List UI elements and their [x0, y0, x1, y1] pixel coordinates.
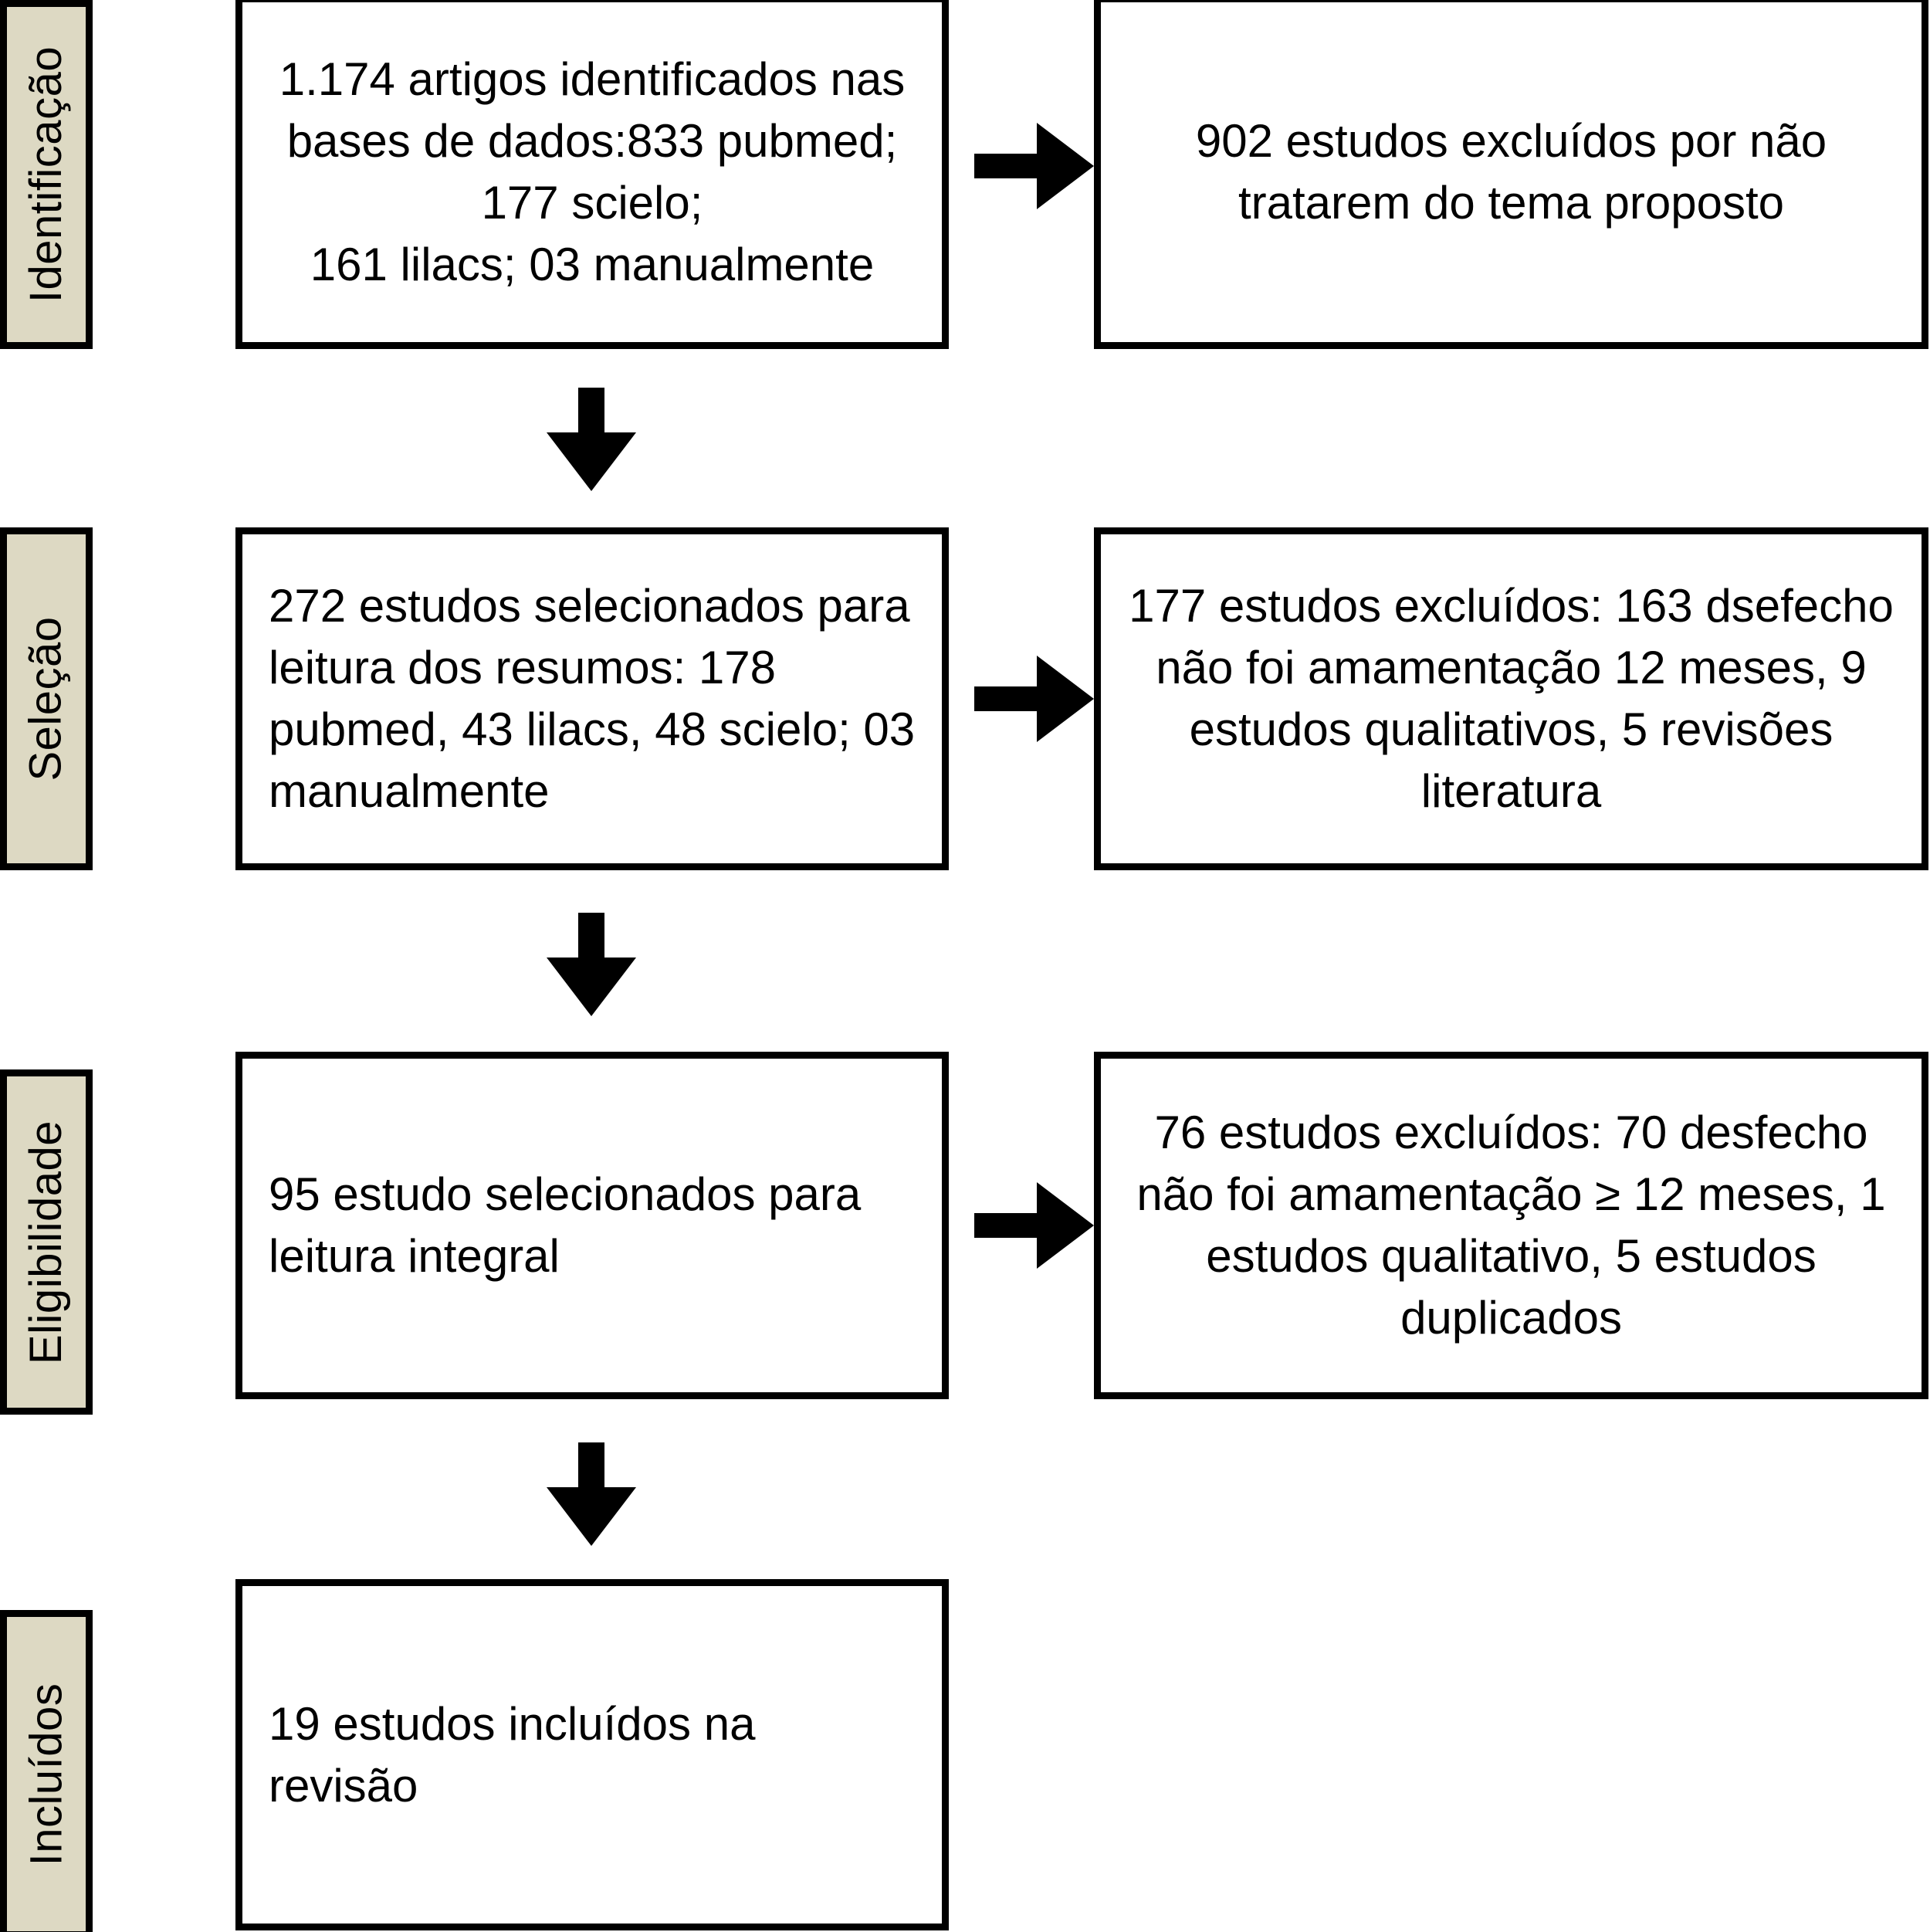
box-selection-included-text: 272 estudos selecionados para leitura do…: [269, 580, 916, 817]
box-selection-included: 272 estudos selecionados para leitura do…: [235, 527, 949, 870]
stage-label-identificacao-text: Identificação: [21, 46, 71, 303]
box-selection-excluded: 177 estudos excluídos: 163 dsefecho não …: [1094, 527, 1928, 870]
box-selection-excluded-text: 177 estudos excluídos: 163 dsefecho não …: [1129, 580, 1894, 817]
box-eligibility-included: 95 estudo selecionados para leitura inte…: [235, 1052, 949, 1399]
stage-label-eligibilidade: Eligibilidade: [0, 1069, 93, 1415]
box-included-final: 19 estudos incluídos na revisão: [235, 1579, 949, 1930]
box-eligibility-excluded: 76 estudos excluídos: 70 desfecho não fo…: [1094, 1052, 1928, 1399]
stage-label-incluidos: Incluídos: [0, 1610, 93, 1932]
stage-label-selecao: Seleção: [0, 527, 93, 870]
box-identification-included-text: 1.174 artigos identificados nas bases de…: [279, 53, 906, 290]
box-identification-included: 1.174 artigos identificados nas bases de…: [235, 0, 949, 349]
box-identification-excluded-text: 902 estudos excluídos por não tratarem d…: [1195, 115, 1827, 229]
stage-label-incluidos-text: Incluídos: [21, 1683, 71, 1866]
box-eligibility-excluded-text: 76 estudos excluídos: 70 desfecho não fo…: [1136, 1107, 1886, 1344]
stage-label-identificacao: Identificação: [0, 0, 93, 349]
box-eligibility-included-text: 95 estudo selecionados para leitura inte…: [269, 1168, 862, 1282]
box-included-final-text: 19 estudos incluídos na revisão: [269, 1697, 756, 1812]
stage-label-eligibilidade-text: Eligibilidade: [21, 1120, 72, 1364]
box-identification-excluded: 902 estudos excluídos por não tratarem d…: [1094, 0, 1928, 349]
stage-label-selecao-text: Seleção: [21, 616, 72, 781]
